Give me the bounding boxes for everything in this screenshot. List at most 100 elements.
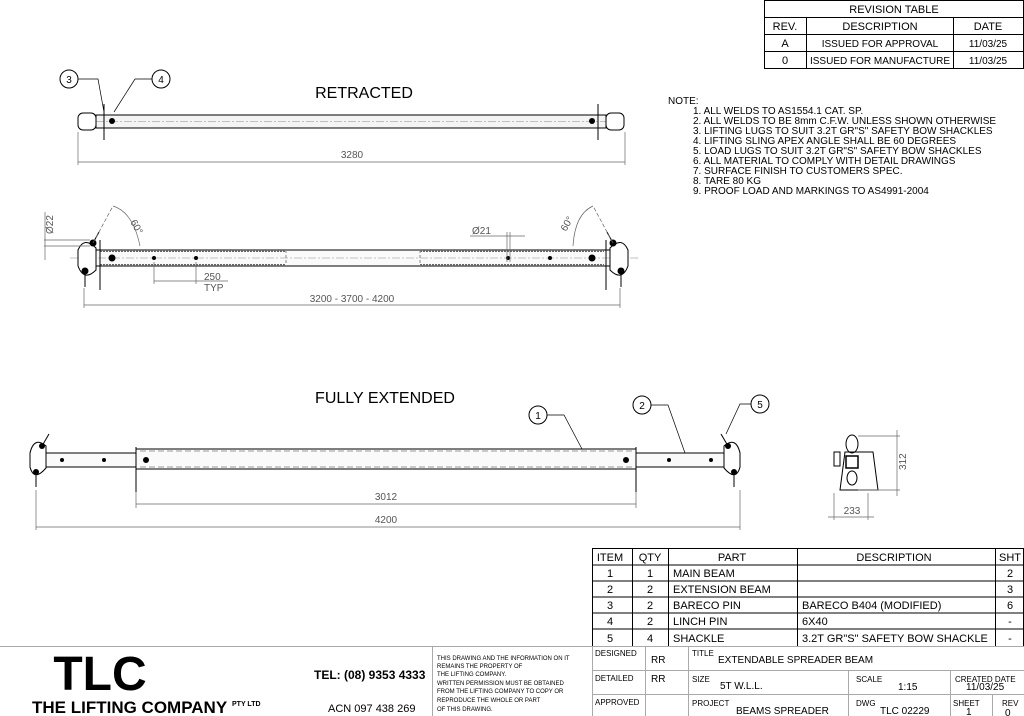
pitch-dim: 250 [204, 272, 221, 283]
balloon-4-label: 4 [158, 75, 164, 86]
angle-right: 60° [559, 215, 576, 234]
legal-line: THE LIFTING COMPANY. [437, 672, 506, 678]
rev-cell: 0 [782, 55, 788, 67]
note-item: 3. LIFTING LUGS TO SUIT 3.2T GR"S" SAFET… [693, 126, 993, 137]
retracted-title: RETRACTED [315, 85, 413, 102]
extended-title: FULLY EXTENDED [315, 390, 455, 407]
company-suffix: PTY LTD [232, 701, 261, 708]
dwg-label: DWG [856, 699, 876, 708]
note-item: 5. LOAD LUGS TO SUIT 3.2T GR"S" SAFETY B… [693, 146, 982, 157]
detailed-label: DETAILED [595, 674, 634, 683]
note-item: 1. ALL WELDS TO AS1554.1 CAT. SP. [693, 106, 863, 117]
description-cell: 3.2T GR"S" SAFETY BOW SHACKLE [802, 633, 988, 645]
legal-line: REMAINS THE PROPERTY OF [437, 664, 523, 670]
retracted-view: RETRACTED 3280 3 4 [59, 69, 626, 165]
acn-number: ACN 097 438 269 [328, 703, 415, 715]
drawing-title: EXTENDABLE SPREADER BEAM [718, 655, 873, 666]
created-date-value: 11/03/25 [966, 682, 1005, 693]
size-label: SIZE [692, 675, 710, 684]
approved-label: APPROVED [595, 698, 640, 707]
rev-date-cell: 11/03/25 [969, 39, 1008, 50]
legal-line: WRITTEN PERMISSION MUST BE OBTAINED [437, 681, 564, 687]
item-cell: 3 [607, 600, 613, 612]
description-header: DESCRIPTION [842, 21, 917, 33]
pin-diameter-dim: Ø21 [472, 226, 491, 237]
qty-cell: 2 [647, 584, 653, 596]
rev-label: REV [1002, 699, 1019, 708]
qty-cell: 2 [647, 600, 653, 612]
sheet-cell: 2 [1007, 568, 1013, 580]
detailed-value: RR [651, 674, 665, 685]
note-item: 9. PROOF LOAD AND MARKINGS TO AS4991-200… [693, 186, 929, 197]
item-header: ITEM [597, 552, 623, 564]
legal-line: OF THIS DRAWING. [437, 707, 493, 713]
title-block: TLC THE LIFTING COMPANY PTY LTD TEL: (08… [0, 646, 1024, 716]
pitch-note: TYP [204, 283, 224, 294]
title-label: TITLE [692, 649, 714, 658]
end-height-dim: 312 [898, 453, 909, 470]
sheet-cell: 3 [1007, 584, 1013, 596]
end-width-dim: 233 [844, 506, 861, 517]
company-name: THE LIFTING COMPANY [32, 698, 228, 716]
project-value: BEAMS SPREADER [736, 706, 829, 716]
parts-row: 3 2 BARECO PIN BARECO B404 (MODIFIED) 6 [607, 600, 1013, 612]
dwg-number: TLC 02229 [880, 706, 930, 716]
parts-row: 1 1 MAIN BEAM 2 [607, 568, 1013, 580]
note-item: 7. SURFACE FINISH TO CUSTOMERS SPEC. [693, 166, 903, 177]
part-cell: MAIN BEAM [673, 568, 735, 580]
sheet-cell: 6 [1007, 600, 1013, 612]
legal-notice: THIS DRAWING AND THE INFORMATION ON IT R… [437, 656, 570, 713]
legal-line: THIS DRAWING AND THE INFORMATION ON IT [437, 656, 570, 662]
description-header: DESCRIPTION [856, 552, 931, 564]
description-cell: 6X40 [802, 616, 828, 628]
tlc-logo: TLC [53, 648, 146, 701]
notes-heading: NOTE: [668, 96, 699, 107]
parts-row: 4 2 LINCH PIN 6X40 - [607, 616, 1012, 628]
main-beam-dim: 3012 [375, 492, 398, 503]
parts-table: ITEM QTY PART DESCRIPTION SHT 1 1 MAIN B… [592, 548, 1024, 647]
sheet-cell: - [1008, 616, 1012, 628]
legal-line: REPRODUCE THE WHOLE OR PART [437, 698, 541, 704]
sheet-label: SHEET [953, 699, 980, 708]
qty-cell: 1 [647, 568, 653, 580]
qty-cell: 2 [647, 616, 653, 628]
sheet-cell: - [1008, 633, 1012, 645]
extended-view: FULLY EXTENDED 3012 4200 1 2 5 [29, 390, 770, 530]
rev-cell: A [781, 38, 789, 50]
angle-left: 60° [127, 218, 144, 237]
item-cell: 5 [607, 633, 613, 645]
item-cell: 4 [607, 616, 613, 628]
range-dim: 3200 - 3700 - 4200 [310, 294, 395, 305]
date-header: DATE [974, 21, 1003, 33]
project-label: PROJECT [692, 699, 729, 708]
balloon-1-label: 1 [535, 411, 541, 422]
qty-header: QTY [639, 552, 662, 564]
notes: NOTE: 1. ALL WELDS TO AS1554.1 CAT. SP. … [668, 96, 996, 197]
note-item: 6. ALL MATERIAL TO COMPLY WITH DETAIL DR… [693, 156, 956, 167]
description-cell: BARECO B404 (MODIFIED) [802, 600, 941, 612]
designed-value: RR [651, 655, 665, 666]
rev-date-cell: 11/03/25 [969, 56, 1008, 67]
item-cell: 1 [607, 568, 613, 580]
balloon-3-label: 3 [66, 75, 72, 86]
rev-description-cell: ISSUED FOR APPROVAL [822, 39, 939, 50]
designed-label: DESIGNED [595, 649, 637, 658]
balloon-5-label: 5 [757, 400, 763, 411]
qty-cell: 4 [647, 633, 653, 645]
lug-diameter-dim: Ø22 [45, 215, 56, 234]
part-cell: LINCH PIN [673, 616, 727, 628]
part-cell: BARECO PIN [673, 600, 741, 612]
rev-value: 0 [1005, 708, 1011, 716]
sheet-header: SHT [999, 552, 1021, 564]
item-cell: 2 [607, 584, 613, 596]
part-header: PART [718, 552, 747, 564]
rev-description-cell: ISSUED FOR MANUFACTURE [810, 56, 950, 67]
overall-dim: 4200 [375, 515, 398, 526]
note-item: 8. TARE 80 KG [693, 176, 761, 187]
balloon-2-label: 2 [639, 401, 645, 412]
end-view: 312 233 [828, 430, 909, 520]
part-cell: SHACKLE [673, 633, 724, 645]
sheet-value: 1 [966, 707, 972, 716]
parts-row: 2 2 EXTENSION BEAM 3 [607, 584, 1013, 596]
telephone: TEL: (08) 9353 4333 [314, 668, 426, 682]
